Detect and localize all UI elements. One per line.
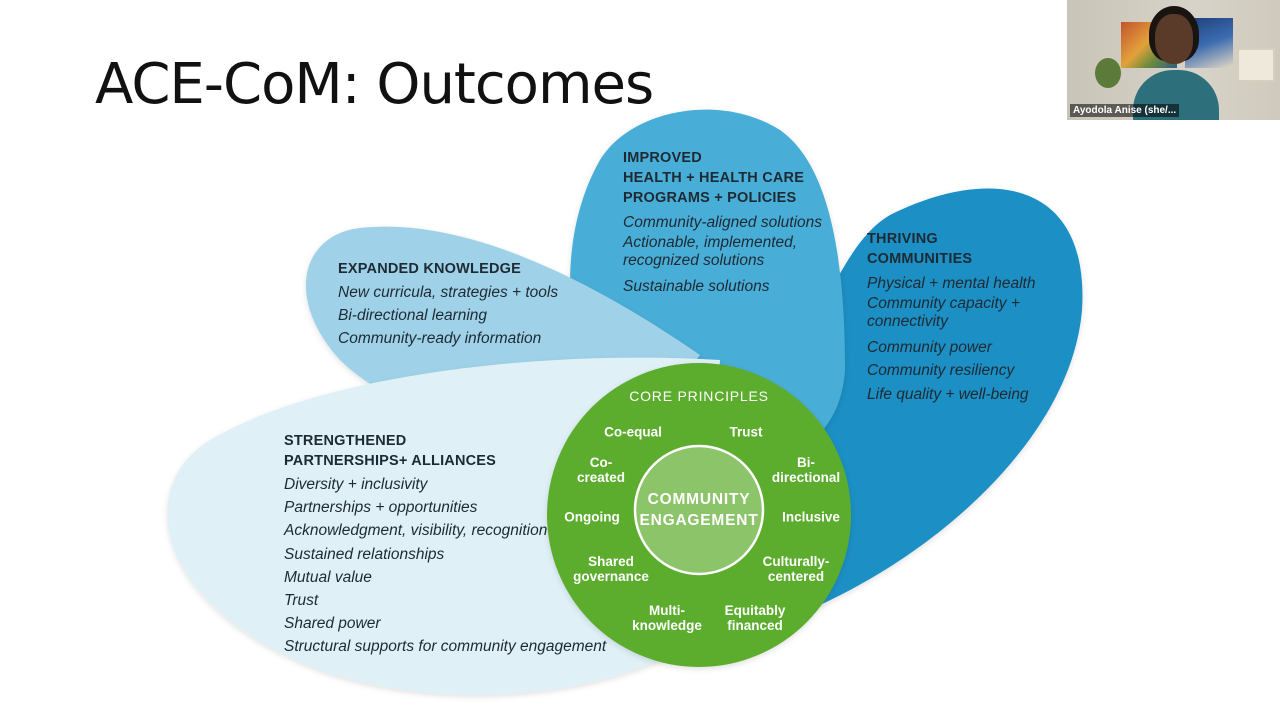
principle-culturally-centered: Culturally-centered	[763, 554, 830, 584]
principle-label: Co-equal	[604, 424, 662, 440]
expanded-heading: EXPANDED KNOWLEDGE	[338, 261, 521, 277]
principle-label: Shared	[588, 554, 634, 569]
expanded-item: Bi-directional learning	[338, 307, 488, 325]
participant-face	[1155, 14, 1193, 64]
slide-title: ACE-CoM: Outcomes	[95, 52, 654, 117]
principle-label: governance	[573, 569, 649, 584]
thriving-outcomes-text: THRIVING COMMUNITIES Physical + mental h…	[867, 229, 1035, 406]
principle-multi-knowledge: Multi-knowledge	[632, 603, 702, 633]
participant-name: Ayodola Anise (she/...	[1070, 104, 1180, 117]
principle-label: Culturally-	[762, 554, 830, 569]
expanded-item: Community-ready information	[338, 330, 542, 348]
improved-item: Actionable, implemented, recognized solu…	[623, 234, 798, 270]
thriving-item: Physical + mental health	[867, 275, 1036, 292]
strengthened-item: Sustained relationships	[284, 545, 445, 563]
principle-label: financed	[727, 618, 783, 633]
principle-label: Co-	[589, 455, 613, 470]
strengthened-outcomes-text: STRENGTHENED PARTNERSHIPS+ ALLIANCES Div…	[284, 431, 606, 659]
principle-co-created: Co-created	[577, 455, 625, 485]
strengthened-heading-2: PARTNERSHIPS+ ALLIANCES	[284, 453, 497, 469]
improved-item: Community-aligned solutions	[623, 214, 823, 231]
strengthened-item: Structural supports for community engage…	[284, 638, 607, 656]
principle-label: centered	[767, 569, 825, 584]
strengthened-item: Acknowledgment, visibility, recognition	[284, 522, 548, 540]
strengthened-item: Trust	[284, 592, 319, 610]
principle-label: directional	[771, 470, 841, 485]
principle-trust: Trust	[729, 425, 762, 440]
thriving-heading-1: THRIVING	[867, 231, 938, 247]
community-engagement-circle	[635, 446, 763, 574]
inner-circle-outline	[633, 444, 765, 576]
principle-label: Inclusive	[782, 509, 840, 525]
principle-bi-directional: Bi-directional	[772, 455, 840, 485]
improved-heading-1: IMPROVED	[623, 150, 702, 166]
improved-item: Sustainable solutions	[623, 278, 770, 296]
improved-heading-3: PROGRAMS + POLICIES	[623, 190, 797, 206]
principle-label: Trust	[729, 424, 763, 440]
principle-label: Bi-	[796, 455, 815, 470]
improved-outcomes-text: IMPROVED HEALTH + HEALTH CARE PROGRAMS +…	[623, 148, 822, 298]
principle-label: Multi-	[648, 603, 685, 618]
core-principles-title: CORE PRINCIPLES	[629, 388, 769, 404]
principle-label: knowledge	[632, 618, 702, 633]
principle-inclusive: Inclusive	[782, 510, 840, 525]
thriving-heading-2: COMMUNITIES	[867, 251, 973, 267]
community-engagement-line-1: COMMUNITY	[647, 491, 751, 508]
strengthened-item: Partnerships + opportunities	[284, 499, 478, 517]
community-engagement-line-2: ENGAGEMENT	[639, 512, 759, 529]
strengthened-item: Shared power	[284, 615, 381, 633]
thriving-item: Community resiliency	[867, 362, 1015, 380]
principle-ongoing: Ongoing	[564, 510, 619, 525]
principle-label: Ongoing	[564, 509, 620, 525]
strengthened-heading-1: STRENGTHENED	[284, 433, 407, 449]
strengthened-item: Diversity + inclusivity	[284, 476, 428, 493]
thriving-item: Community power	[867, 339, 992, 357]
thriving-item: Community capacity + connectivity	[867, 295, 1020, 331]
community-engagement-label: COMMUNITY ENGAGEMENT	[639, 489, 758, 531]
thriving-item: Life quality + well-being	[867, 385, 1029, 403]
plant	[1095, 58, 1121, 88]
principle-label: Equitably	[724, 603, 786, 618]
participant-video-tile[interactable]: Ayodola Anise (she/...	[1067, 0, 1280, 120]
principle-label: created	[576, 470, 626, 485]
expanded-outcomes-text: EXPANDED KNOWLEDGE New curricula, strate…	[338, 259, 558, 351]
wall-art	[1237, 48, 1275, 82]
principle-co-equal: Co-equal	[604, 425, 662, 440]
improved-heading-2: HEALTH + HEALTH CARE	[623, 170, 805, 186]
strengthened-item: Mutual value	[284, 568, 372, 586]
expanded-item: New curricula, strategies + tools	[338, 284, 559, 301]
